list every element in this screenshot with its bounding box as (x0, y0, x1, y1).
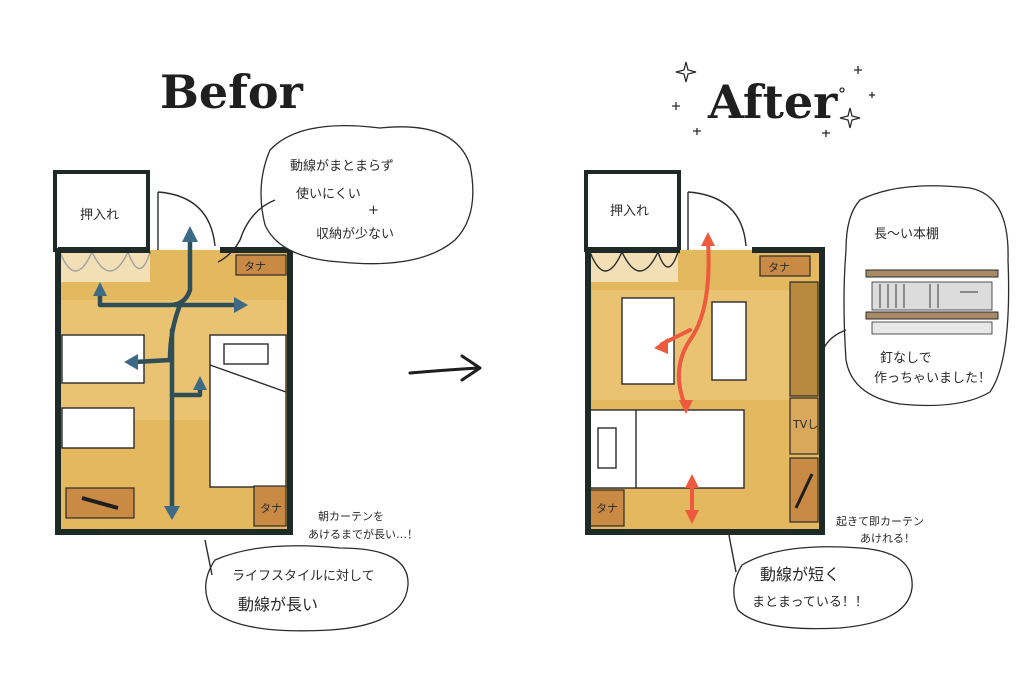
after-shelf-top-label: タナ (768, 261, 790, 274)
after-bubble-bottom-line2: まとまっている！！ (752, 595, 868, 610)
before-desk-2 (61, 407, 135, 449)
before-bubble-top (260, 125, 474, 265)
before-movement-arrows (93, 226, 248, 520)
before-bubble-top-line1: 動線がまとまらず (290, 158, 394, 174)
before-bubble-bottom-pointer (204, 539, 213, 576)
after-bubble-bottom-pointer (727, 529, 737, 573)
after-curtain-fill (590, 252, 678, 282)
after-title: After (707, 75, 838, 129)
after-bubble-bottom-line1: 動線が短く (760, 565, 840, 584)
after-bubble-top-line1: 長〜い本棚 (874, 227, 939, 242)
before-shelf-bottom-label: タナ (260, 502, 282, 515)
before-bubble-bottom-line1: ライフスタイルに対して (232, 569, 375, 584)
after-shelf-bottom-label: タナ (596, 502, 618, 515)
after-curtain-note-line1: 起きて即カーテン (836, 515, 924, 528)
before-closet-label: 押入れ (80, 208, 119, 223)
after-walls (585, 247, 825, 535)
bookshelf-illustration (865, 269, 999, 335)
before-bubble-bottom (205, 545, 409, 632)
before-bubble-top-line2: 使いにくい (296, 186, 361, 202)
after-curtain-note-line2: あけれる！ (860, 532, 915, 545)
after-movement-arrows (654, 232, 715, 524)
after-panel: After 押入れ タナ TVし (584, 61, 1010, 630)
after-closet-label: 押入れ (610, 204, 649, 219)
after-bubble-bottom (733, 546, 913, 630)
after-shelf-top (759, 255, 811, 277)
before-bubble-top-pointer (217, 199, 276, 263)
after-desk-2 (711, 301, 747, 381)
sparkle-icons (672, 61, 875, 137)
transition-arrow (408, 354, 482, 382)
after-tv-stand (789, 397, 819, 455)
before-pillow (223, 343, 269, 365)
after-bubble-top-pointer (823, 329, 847, 349)
after-door (687, 191, 747, 250)
before-bubble-top-line4: 収納が少ない (316, 227, 394, 242)
after-bubble-top-line3: 作っちゃいました！ (874, 371, 991, 386)
after-side-label: TVし (792, 418, 818, 431)
before-door (157, 191, 216, 250)
before-walls (55, 247, 293, 535)
before-title: Befor (160, 65, 304, 119)
after-shelf-bottom (589, 489, 625, 527)
before-shelf-bottom (253, 485, 287, 527)
before-curtain-note-line1: 朝カーテンを (318, 510, 384, 523)
after-bubble-top-line2: 釘なしで (880, 350, 932, 366)
before-curtain-note-line2: あけるまでが長い…！ (308, 527, 418, 541)
after-curtain (589, 251, 679, 272)
before-shelf-mark (81, 496, 119, 510)
before-blanket-line (209, 364, 287, 393)
after-pillow (597, 427, 617, 469)
before-shelf-top-label: タナ (244, 260, 266, 273)
before-panel: Befor 押入れ タナ タナ (53, 65, 474, 632)
after-long-bookshelf (789, 281, 819, 397)
before-shelf-top (235, 254, 287, 276)
before-curtain-fill (60, 252, 150, 282)
before-bubble-top-line3: + (368, 203, 379, 218)
before-bubble-bottom-line2: 動線が長い (238, 595, 318, 614)
after-closet (584, 170, 681, 252)
after-cabinet-mark (794, 473, 814, 509)
